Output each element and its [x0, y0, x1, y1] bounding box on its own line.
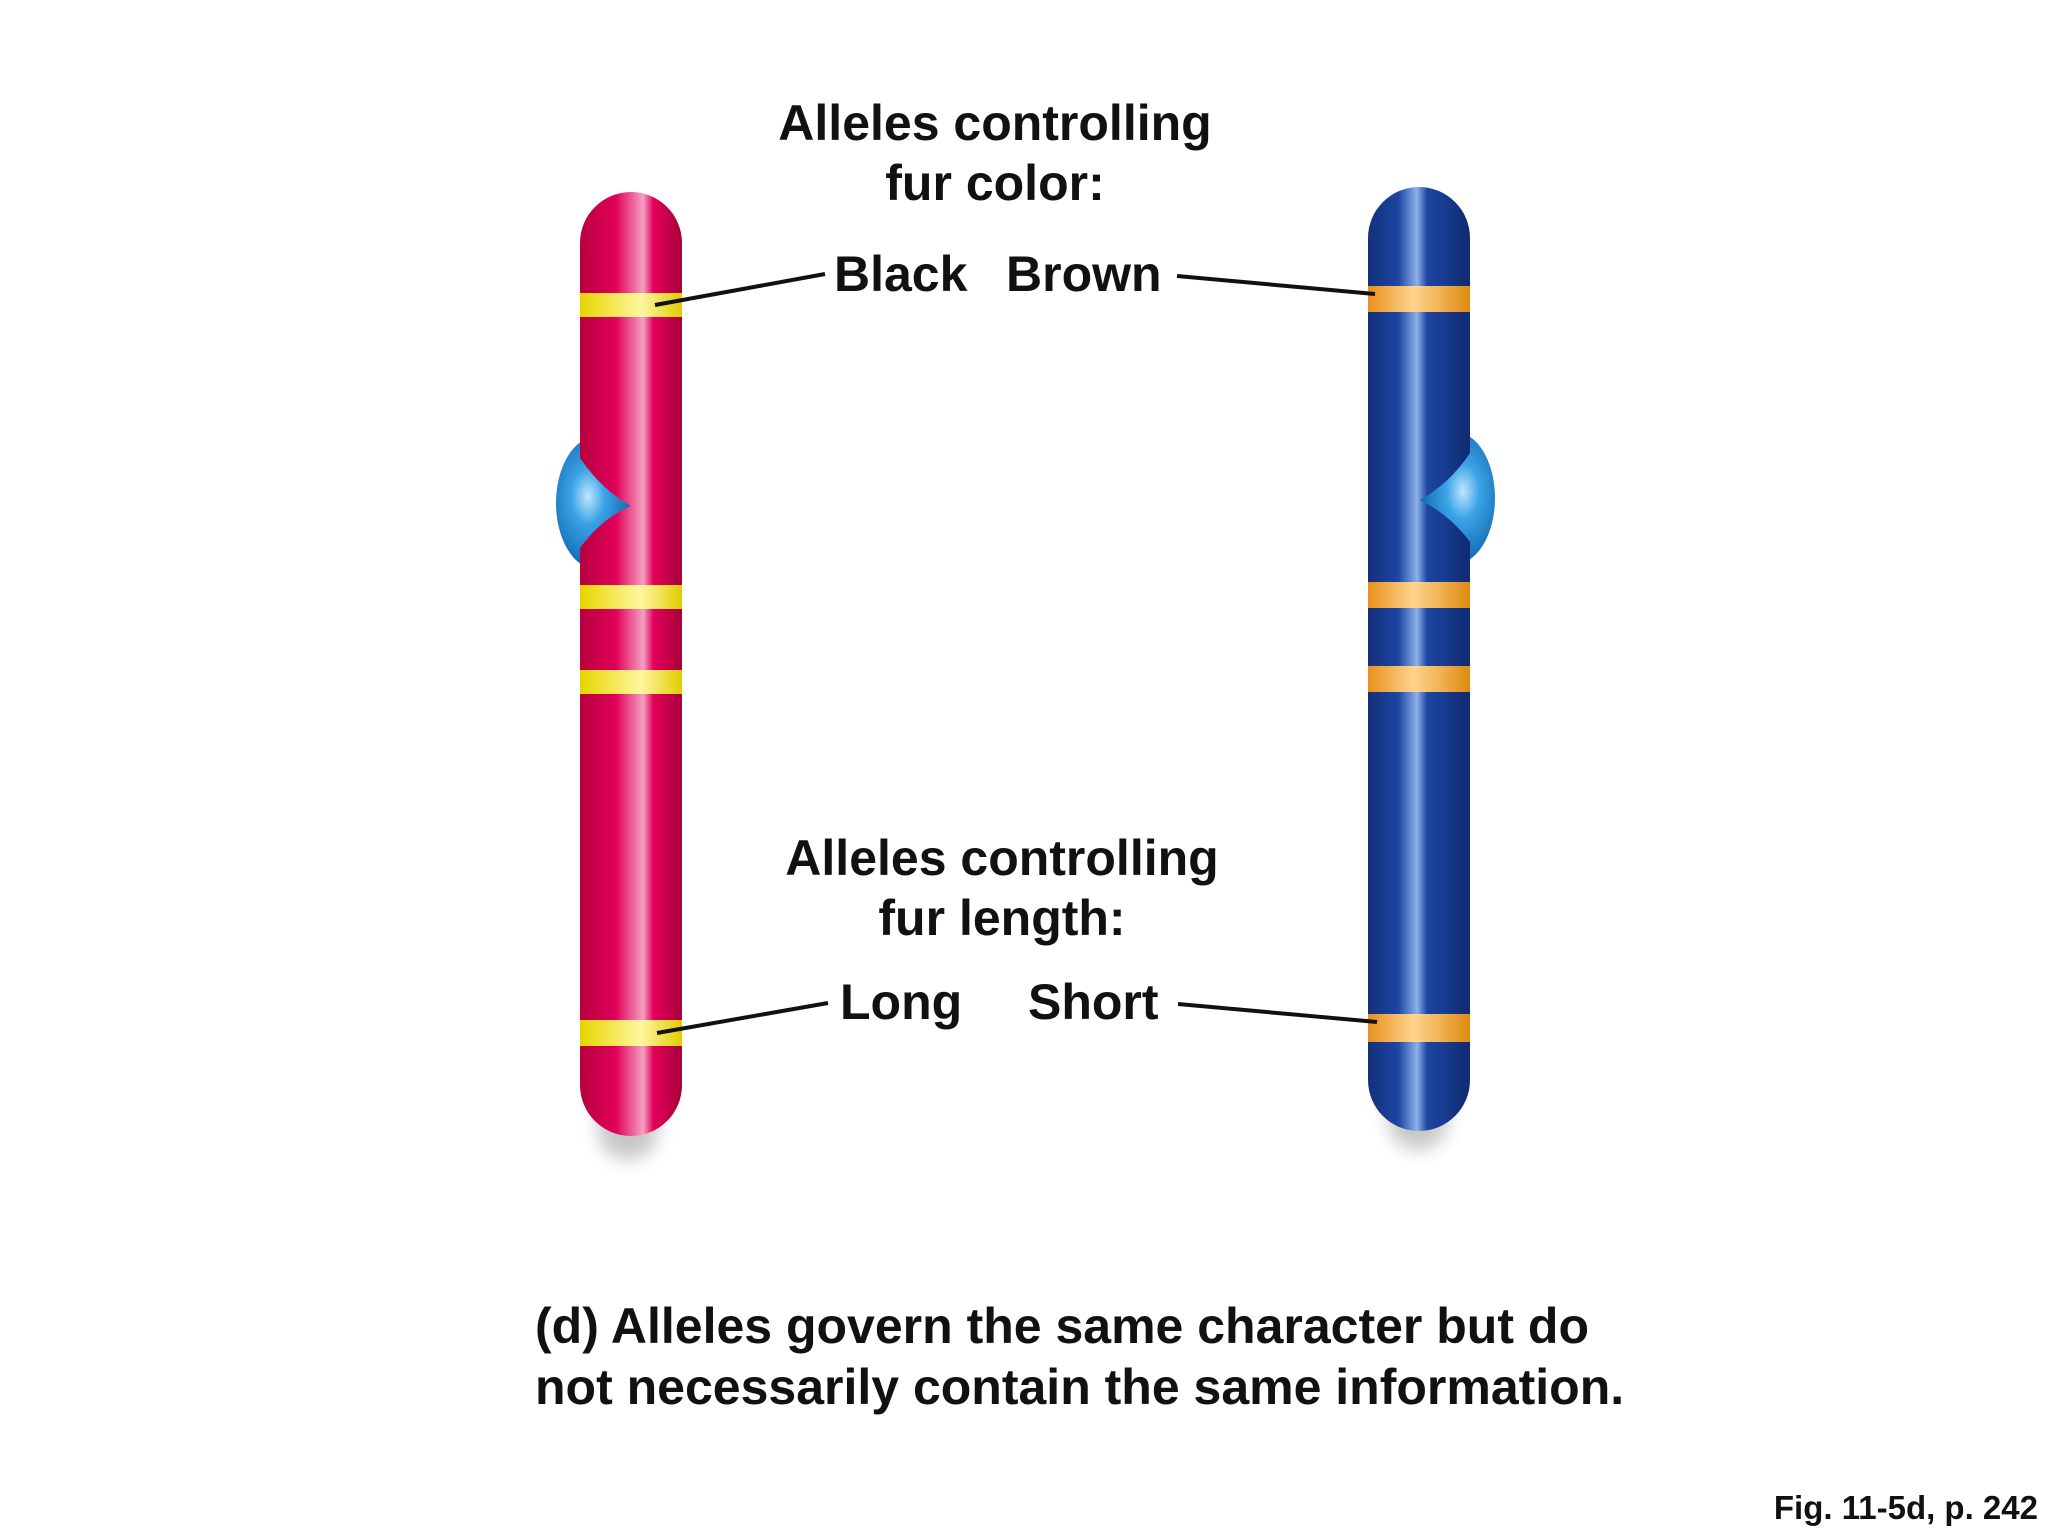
right-chromosome [1368, 187, 1495, 1150]
fur-color-heading-line-1: Alleles controlling [778, 95, 1212, 151]
figure-caption: (d) Alleles govern the same character bu… [535, 1298, 1625, 1415]
left-band-3 [580, 670, 682, 694]
black-allele-label: Black [834, 246, 968, 302]
fur-color-heading-line-2: fur color: [885, 155, 1105, 211]
left-chromosome [556, 192, 682, 1160]
leader-line-black [654, 272, 826, 307]
fur-length-heading-line-1: Alleles controlling [785, 830, 1219, 886]
left-band-2 [580, 585, 682, 609]
right-chromosome-body [1368, 187, 1470, 1131]
right-band-3 [1368, 666, 1470, 692]
long-allele-label: Long [840, 974, 963, 1030]
figure-reference: Fig. 11-5d, p. 242 [1773, 1489, 2038, 1526]
right-band-2 [1368, 582, 1470, 608]
right-band-short-allele [1368, 1014, 1470, 1042]
leader-line-long [656, 1001, 829, 1035]
left-band-black-allele [580, 293, 682, 317]
right-band-brown-allele [1368, 286, 1470, 312]
fur-length-heading-line-2: fur length: [878, 890, 1126, 946]
left-chromosome-body [580, 192, 682, 1136]
leader-line-short [1177, 1002, 1378, 1024]
fur-length-heading: Alleles controlling fur length: [752, 828, 1252, 948]
brown-allele-label: Brown [1006, 246, 1162, 302]
short-allele-label: Short [1028, 974, 1159, 1030]
leader-line-brown [1176, 274, 1376, 296]
fur-color-heading: Alleles controlling fur color: [745, 93, 1245, 213]
